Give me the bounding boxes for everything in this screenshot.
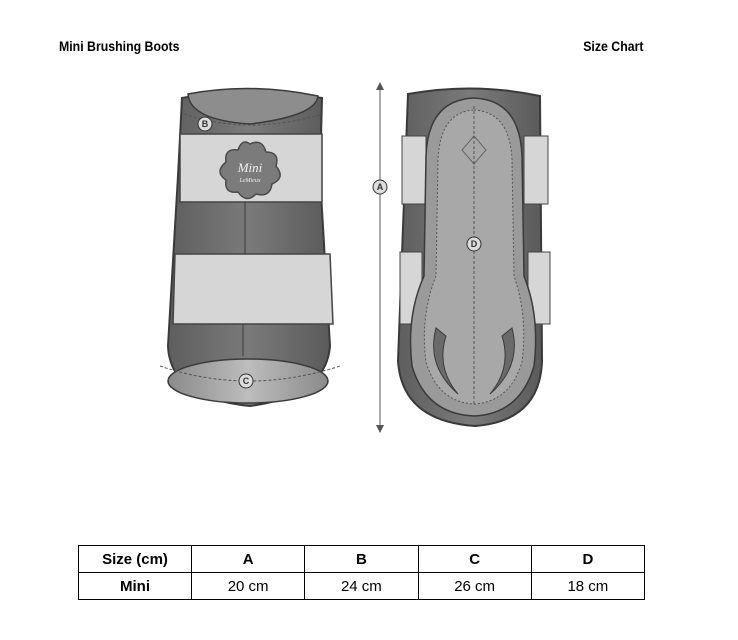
- lower-strap: [172, 253, 334, 325]
- cell-b: 24 cm: [304, 572, 419, 600]
- marker-c: C: [243, 376, 250, 386]
- marker-d: D: [471, 239, 478, 249]
- back-strap-right-upper: [523, 135, 549, 205]
- header-b: B: [304, 545, 419, 573]
- measure-a: A: [372, 82, 388, 433]
- svg-text:LeMieux: LeMieux: [239, 178, 261, 184]
- measure-b-arc: [183, 113, 323, 126]
- marker-b: B: [202, 119, 209, 129]
- cell-c: 26 cm: [417, 572, 532, 600]
- header-size: Size (cm): [78, 545, 192, 573]
- table-row: Mini 20 cm 24 cm 26 cm 18 cm: [78, 572, 646, 600]
- back-boot: D: [396, 87, 551, 428]
- cell-a: 20 cm: [190, 572, 306, 600]
- back-strap-left-upper: [401, 135, 427, 205]
- header-c: C: [417, 545, 532, 573]
- header-d: D: [530, 545, 646, 573]
- boot-illustration: Mini LeMieux B C A: [159, 82, 551, 433]
- size-table: Size (cm) A B C D Mini 20 cm 24 cm 26 cm…: [78, 545, 646, 600]
- svg-text:Mini: Mini: [237, 160, 263, 175]
- cell-d: 18 cm: [530, 572, 646, 600]
- front-boot: Mini LeMieux B C: [159, 87, 341, 408]
- top-opening: [187, 87, 319, 125]
- mini-logo: Mini LeMieux: [219, 141, 281, 200]
- row-size-name: Mini: [78, 572, 192, 600]
- product-title: Mini Brushing Boots: [59, 38, 180, 54]
- table-header-row: Size (cm) A B C D: [78, 545, 646, 573]
- marker-a: A: [377, 182, 384, 192]
- size-chart-title: Size Chart: [582, 38, 643, 54]
- header-a: A: [190, 545, 306, 573]
